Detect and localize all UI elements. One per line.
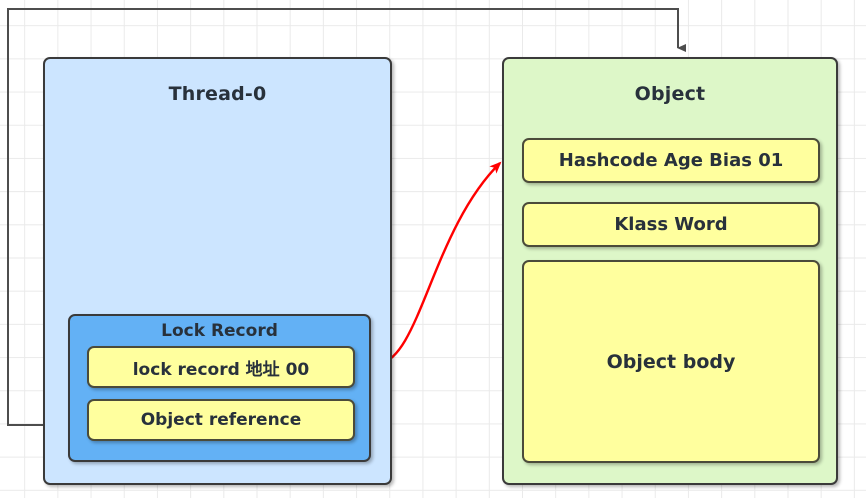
connector-lock-record-mark-word	[367, 161, 502, 370]
object-container[interactable]: Object Hashcode Age Bias 01 Klass Word O…	[502, 57, 838, 485]
thread-title: Thread-0	[168, 83, 267, 105]
lock-record-title: Lock Record	[161, 321, 278, 341]
object-body-field[interactable]: Object body	[522, 260, 820, 463]
lock-record-container[interactable]: Lock Record lock record 地址 00 Object ref…	[68, 314, 371, 462]
thread-container[interactable]: Thread-0 Lock Record lock record 地址 00 O…	[43, 57, 392, 485]
object-title: Object	[634, 83, 706, 105]
object-reference-field[interactable]: Object reference	[87, 399, 355, 441]
klass-word-field[interactable]: Klass Word	[522, 202, 820, 247]
mark-word-field[interactable]: Hashcode Age Bias 01	[522, 138, 820, 183]
lock-record-address-field[interactable]: lock record 地址 00	[87, 346, 355, 388]
